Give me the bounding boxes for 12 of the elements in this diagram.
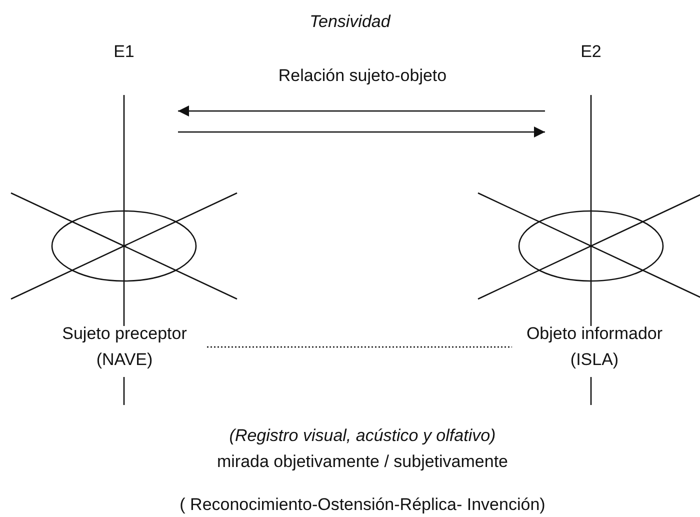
relation-label: Relación sujeto-objeto [277, 65, 448, 87]
arrow [178, 126, 545, 138]
axis-label: E2 [580, 41, 602, 63]
dotted-line [207, 346, 512, 348]
arrow [178, 106, 545, 116]
diagram-title: Tensividad [308, 11, 392, 33]
note-text: mirada objetivamente / subjetivamente [216, 451, 510, 473]
note-text: ( Reconocimiento-Ostensión-Réplica- Invención) [178, 494, 546, 516]
axis-label: E1 [112, 41, 136, 63]
node-label: Sujeto preceptor (NAVE) [42, 321, 207, 373]
node-label: Objeto informador (ISLA) [512, 321, 677, 373]
note-text: (Registro visual, acústico y olfativo) [228, 425, 497, 447]
